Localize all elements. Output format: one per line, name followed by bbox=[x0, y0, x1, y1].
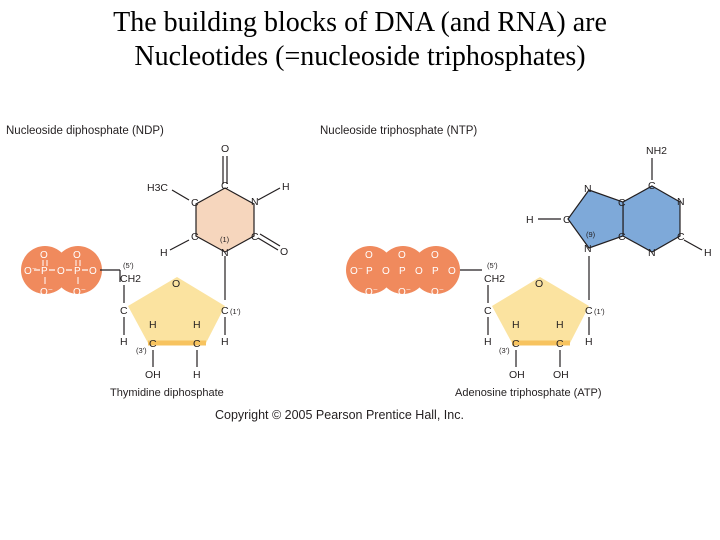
svg-text:(9): (9) bbox=[586, 230, 596, 239]
svg-text:H: H bbox=[193, 319, 201, 331]
svg-text:H: H bbox=[160, 247, 168, 259]
svg-text:(5'): (5') bbox=[487, 261, 498, 270]
ndp-caption: Thymidine diphosphate bbox=[110, 387, 224, 399]
svg-text:H: H bbox=[282, 181, 290, 193]
svg-text:O⁻: O⁻ bbox=[365, 287, 378, 298]
adenine-base: NH2 C N C H N C C N C H N (9) bbox=[526, 145, 712, 300]
svg-text:N: N bbox=[221, 247, 229, 259]
svg-text:(1'): (1') bbox=[230, 307, 241, 316]
svg-text:N: N bbox=[677, 196, 685, 208]
ndp-header: Nucleoside diphosphate (NDP) bbox=[6, 125, 164, 137]
svg-text:H: H bbox=[585, 336, 593, 348]
svg-text:N: N bbox=[648, 247, 656, 259]
svg-text:O: O bbox=[431, 250, 439, 261]
svg-text:C: C bbox=[251, 231, 259, 243]
svg-text:O⁻: O⁻ bbox=[24, 266, 37, 277]
svg-text:O: O bbox=[535, 278, 543, 290]
svg-text:C: C bbox=[120, 305, 128, 317]
svg-text:H: H bbox=[221, 336, 229, 348]
ntp-structure: Nucleoside triphosphate (NTP) O O O O⁻ P… bbox=[320, 125, 712, 399]
svg-text:O: O bbox=[398, 250, 406, 261]
svg-text:O: O bbox=[40, 250, 48, 261]
svg-text:CH2: CH2 bbox=[120, 273, 141, 285]
svg-text:C: C bbox=[618, 231, 626, 243]
svg-text:O: O bbox=[172, 278, 180, 290]
svg-text:C: C bbox=[618, 197, 626, 209]
svg-text:O: O bbox=[415, 266, 423, 277]
svg-text:P: P bbox=[366, 266, 373, 277]
svg-text:H: H bbox=[149, 319, 157, 331]
svg-text:O: O bbox=[365, 250, 373, 261]
svg-text:C: C bbox=[585, 305, 593, 317]
svg-text:C: C bbox=[648, 180, 656, 192]
svg-text:(3'): (3') bbox=[499, 346, 510, 355]
svg-text:O: O bbox=[448, 266, 456, 277]
svg-text:H: H bbox=[704, 247, 712, 259]
svg-text:O⁻: O⁻ bbox=[350, 266, 363, 277]
svg-text:P: P bbox=[432, 266, 439, 277]
svg-text:H: H bbox=[484, 336, 492, 348]
title-line-1: The building blocks of DNA (and RNA) are bbox=[113, 7, 607, 38]
svg-text:CH2: CH2 bbox=[484, 273, 505, 285]
diphosphate-group: O O O⁻ P O P O O⁻ O⁻ bbox=[21, 246, 102, 298]
svg-text:P: P bbox=[41, 266, 48, 277]
svg-text:O⁻: O⁻ bbox=[73, 287, 86, 298]
slide-title: The building blocks of DNA (and RNA) are… bbox=[0, 6, 720, 74]
ntp-caption: Adenosine triphosphate (ATP) bbox=[455, 387, 602, 399]
svg-text:O⁻: O⁻ bbox=[398, 287, 411, 298]
svg-text:O: O bbox=[73, 250, 81, 261]
svg-text:O: O bbox=[280, 246, 288, 258]
svg-text:N: N bbox=[584, 243, 592, 255]
svg-text:(5'): (5') bbox=[123, 261, 134, 270]
svg-text:H: H bbox=[556, 319, 564, 331]
svg-text:OH: OH bbox=[145, 369, 161, 381]
svg-text:(1): (1) bbox=[220, 235, 230, 244]
svg-text:H: H bbox=[512, 319, 520, 331]
svg-text:H: H bbox=[193, 369, 201, 381]
svg-text:C: C bbox=[191, 231, 199, 243]
svg-text:NH2: NH2 bbox=[646, 145, 667, 157]
svg-text:C: C bbox=[563, 214, 571, 226]
thymine-base: O C N H C O N (1) C H C H3C bbox=[147, 143, 290, 300]
deoxyribose-sugar: O C (1') H C H CH2 (5') H H C C (3') OH … bbox=[119, 261, 241, 381]
svg-text:(1'): (1') bbox=[594, 307, 605, 316]
svg-text:N: N bbox=[251, 196, 259, 208]
svg-text:C: C bbox=[484, 305, 492, 317]
svg-text:C: C bbox=[193, 338, 201, 350]
svg-text:O⁻: O⁻ bbox=[40, 287, 53, 298]
svg-text:OH: OH bbox=[509, 369, 525, 381]
ntp-header: Nucleoside triphosphate (NTP) bbox=[320, 125, 477, 137]
svg-text:P: P bbox=[74, 266, 81, 277]
ribose-sugar: O C (1') H C H CH2 (5') H H C C (3') OH … bbox=[484, 261, 605, 381]
svg-text:C: C bbox=[556, 338, 564, 350]
svg-text:O: O bbox=[57, 266, 65, 277]
svg-text:H: H bbox=[120, 336, 128, 348]
svg-text:C: C bbox=[512, 338, 520, 350]
triphosphate-group: O O O O⁻ P O P O P O O⁻ O⁻ O⁻ bbox=[346, 246, 460, 298]
title-line-2: Nucleotides (=nucleoside triphosphates) bbox=[134, 41, 586, 72]
svg-text:OH: OH bbox=[553, 369, 569, 381]
svg-text:O: O bbox=[382, 266, 390, 277]
svg-text:N: N bbox=[584, 183, 592, 195]
svg-text:C: C bbox=[191, 197, 199, 209]
svg-text:O⁻: O⁻ bbox=[431, 287, 444, 298]
svg-text:C: C bbox=[221, 305, 229, 317]
svg-text:O: O bbox=[89, 266, 97, 277]
svg-text:H3C: H3C bbox=[147, 182, 168, 194]
svg-text:C: C bbox=[149, 338, 157, 350]
ndp-structure: Nucleoside diphosphate (NDP) O O O⁻ P O … bbox=[6, 125, 290, 399]
svg-text:(3'): (3') bbox=[136, 346, 147, 355]
svg-text:C: C bbox=[221, 180, 229, 192]
svg-text:P: P bbox=[399, 266, 406, 277]
svg-text:O: O bbox=[221, 143, 229, 155]
svg-text:H: H bbox=[526, 214, 534, 226]
copyright-notice: Copyright © 2005 Pearson Prentice Hall, … bbox=[215, 408, 464, 422]
svg-text:C: C bbox=[677, 231, 685, 243]
